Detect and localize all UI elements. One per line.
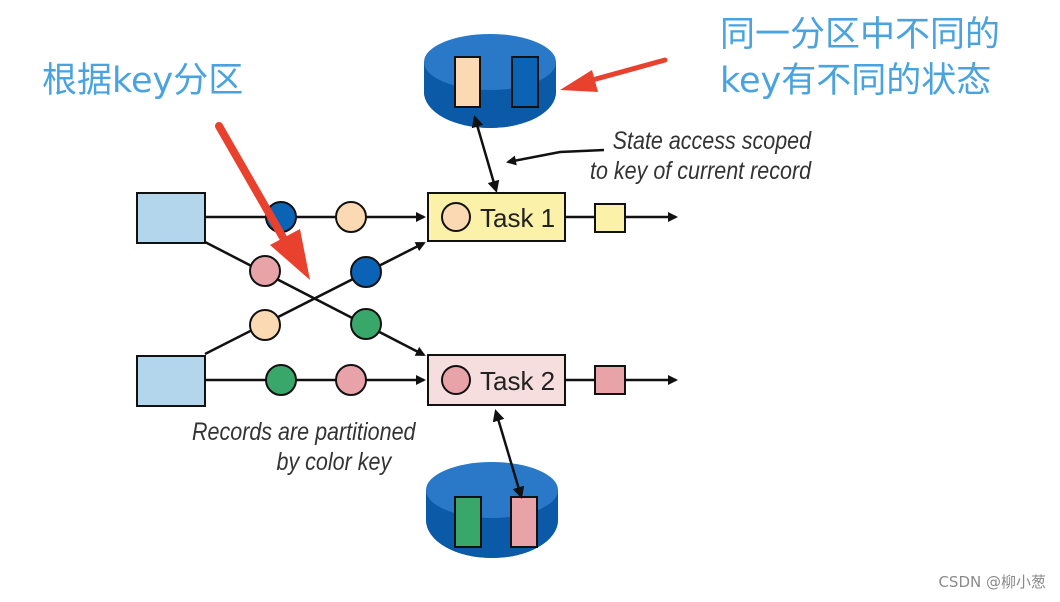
annotation-line-1: 同一分区中不同的 [720,15,1001,55]
source-partition-2 [136,355,206,407]
annotation-line-2: key有不同的状态 [720,61,992,101]
red-arrow-left [215,122,310,280]
source-partition-1 [136,192,206,244]
record-pink [335,364,367,396]
records-partitioned-note: Records are partitioned by color key [192,417,415,477]
records-note-line-2: by color key [276,448,392,476]
task-1-box: Task 1 [427,192,566,242]
record-blue [350,256,382,288]
state-note-line-1: State access scoped [612,127,812,155]
record-green [265,364,297,396]
annotation-partition-by-key: 根据key分区 [42,61,244,101]
edge-s2-t1 [204,241,426,356]
state-store-bottom [426,462,558,558]
state-access-arrow-top [471,115,500,193]
task-1-label: Task 1 [480,203,555,233]
output-record-task-1 [594,203,626,233]
state-note-line-2: to key of current record [590,157,812,185]
state-access-note: State access scoped to key of current re… [590,126,811,186]
state-key-peach [454,56,481,108]
record-peach [249,309,281,341]
red-arrow-right [560,57,668,92]
task-2-box: Task 2 [427,354,566,406]
state-key-pink [510,496,538,548]
record-peach [335,201,367,233]
record-pink [249,255,281,287]
annotation-different-key-state: 同一分区中不同的 key有不同的状态 [720,12,1000,104]
state-store-top [424,34,556,128]
output-record-task-2 [594,365,626,395]
note-pointer-line [506,148,605,166]
records-note-line-1: Records are partitioned [192,418,416,446]
state-key-green [454,496,482,548]
state-access-arrow-bottom [492,409,525,499]
state-key-blue [511,56,539,108]
watermark: CSDN @柳小葱 [938,573,1046,591]
record-green [350,308,382,340]
task-2-label: Task 2 [480,366,555,396]
